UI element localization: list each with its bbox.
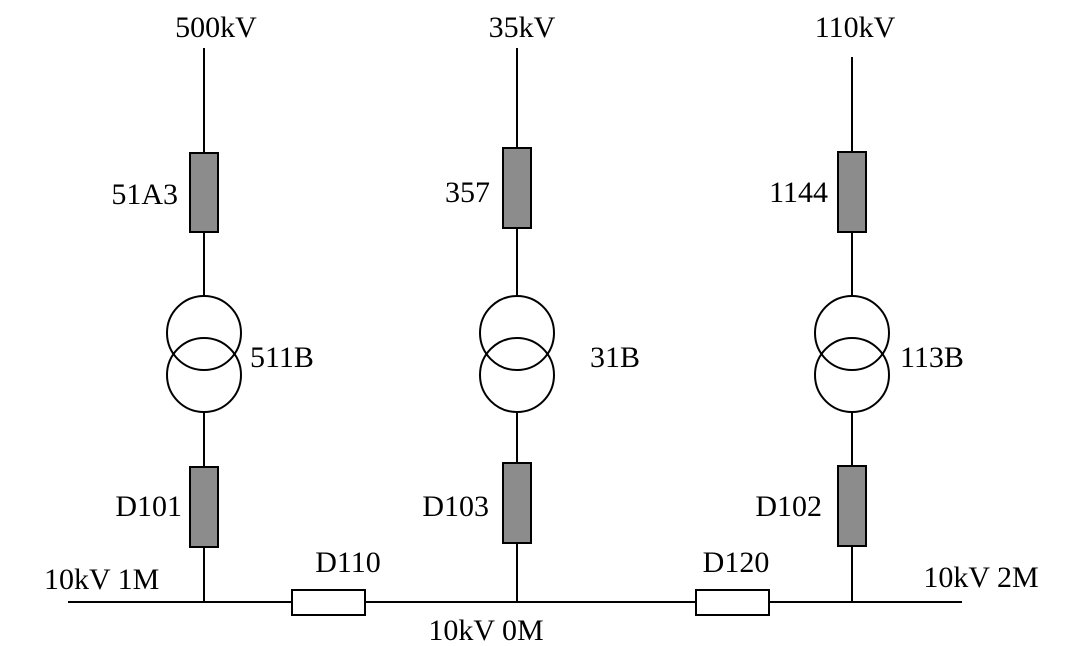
transformer-label-31b: 31B <box>590 341 640 374</box>
transformer-label-113b: 113B <box>900 341 964 374</box>
breaker-label-d101: D101 <box>115 490 182 523</box>
breaker-d102 <box>837 465 867 547</box>
breaker-51a3 <box>189 152 219 233</box>
transformer-113b <box>814 295 890 413</box>
breaker-357 <box>502 147 532 229</box>
transformer-511b-secondary <box>166 337 242 413</box>
bus-label-0m: 10kV 0M <box>428 614 543 646</box>
breaker-label-51a3: 51A3 <box>111 178 178 211</box>
breaker-d103 <box>502 462 532 544</box>
transformer-31b-primary <box>479 295 555 371</box>
bus-tie-d120 <box>695 589 770 616</box>
breaker-label-d103: D103 <box>422 490 489 523</box>
bus-label-2m: 10kV 2M <box>923 561 1038 594</box>
feeder-left <box>166 48 242 602</box>
feeder-middle <box>479 48 555 602</box>
bus-tie-label-d110: D110 <box>315 546 381 579</box>
transformer-113b-primary <box>814 295 890 371</box>
bus-tie-d110 <box>291 589 366 616</box>
transformer-31b-secondary <box>479 337 555 413</box>
transformer-511b-primary <box>166 295 242 371</box>
transformer-31b <box>479 295 555 413</box>
transformer-511b <box>166 295 242 413</box>
breaker-label-d102: D102 <box>755 490 822 523</box>
source-label-right: 110kV <box>815 11 896 44</box>
bus-tie-label-d120: D120 <box>703 546 770 579</box>
bus-label-1m: 10kV 1M <box>44 563 159 596</box>
source-label-middle: 35kV <box>489 11 556 44</box>
breaker-label-1144: 1144 <box>769 176 828 209</box>
transformer-113b-secondary <box>814 337 890 413</box>
breaker-1144 <box>837 151 867 233</box>
source-label-left: 500kV <box>175 11 257 44</box>
feeder-right <box>814 57 890 602</box>
breaker-d101 <box>189 466 219 548</box>
breaker-label-357: 357 <box>445 176 490 209</box>
transformer-label-511b: 511B <box>250 341 314 374</box>
